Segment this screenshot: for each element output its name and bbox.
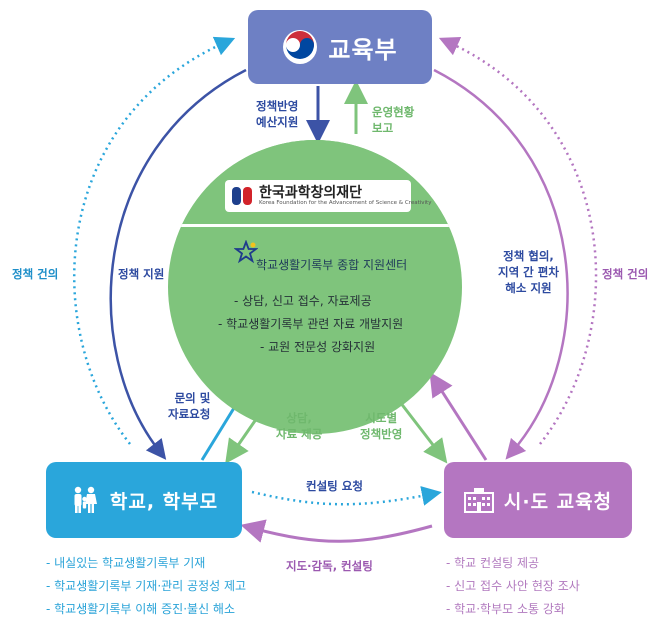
arrow-moe-to-school: [109, 68, 247, 460]
center-item: - 교원 전문성 강화지원: [260, 340, 376, 354]
label-right-inner: 정책 협의, 지역 간 편차 해소 지원: [498, 248, 559, 296]
moe-node: 교육부: [248, 10, 432, 84]
org-badge: 한국과학창의재단 Korea Foundation for the Advanc…: [225, 180, 431, 212]
label-line: 문의 및: [174, 391, 211, 405]
label-line: 예산지원: [256, 115, 299, 129]
arrow-office-to-moe: [438, 37, 598, 445]
list-item: - 학교 컨설팅 제공: [446, 556, 540, 570]
list-item: - 내실있는 학교생활기록부 기재: [46, 556, 206, 570]
org-name-en: Korea Foundation for the Advancement of …: [259, 200, 432, 206]
label-right-outer: 정책 건의: [602, 267, 649, 281]
office-label: 시·도 교육청: [503, 490, 613, 513]
label-left-inner: 정책 지원: [118, 267, 165, 281]
arrow-school-to-office: [251, 486, 442, 506]
building-icon: [463, 488, 494, 513]
label-line: 시도별: [365, 411, 398, 425]
label-line: 해소 지원: [505, 281, 552, 295]
list-item: - 학교생활기록부 이해 증진·불신 해소: [46, 602, 236, 616]
taegeuk-icon: [283, 30, 318, 64]
school-label: 학교, 학부모: [109, 490, 219, 513]
moe-label: 교육부: [328, 35, 398, 64]
org-name: 한국과학창의재단: [259, 185, 363, 201]
label-line: 상담,: [286, 411, 312, 425]
arrow-office-to-center: [429, 371, 488, 461]
label-moe-up: 운영현황 보고: [372, 104, 414, 136]
family-icon: [74, 486, 97, 513]
center-title: 학교생활기록부 종합 지원센터: [256, 258, 408, 272]
label-line: 정책반영: [256, 99, 299, 113]
kofac-logo-icon: [232, 187, 252, 205]
label-line: 운영현황: [372, 105, 415, 119]
label-center-to-office: 시도별 정책반영: [360, 410, 402, 442]
office-node: 시·도 교육청: [444, 462, 632, 538]
list-item: - 학교·학부모 소통 강화: [446, 602, 565, 616]
center-circle: 한국과학창의재단 Korea Foundation for the Advanc…: [168, 140, 462, 434]
label-line: 보고: [372, 121, 394, 135]
star-icon: [234, 240, 258, 264]
label-line: 자료 제공: [276, 427, 323, 441]
label-moe-down: 정책반영 예산지원: [256, 98, 298, 130]
arrow-office-to-school: [240, 519, 433, 543]
label-consult-request: 컨설팅 요청: [306, 479, 363, 493]
list-item: - 신고 접수 사안 현장 조사: [446, 579, 580, 593]
school-node: 학교, 학부모: [46, 462, 242, 538]
center-item: - 상담, 신고 접수, 자료제공: [234, 294, 372, 308]
arrow-moe-to-office: [433, 68, 569, 460]
label-center-to-school: 상담, 자료 제공: [276, 410, 322, 442]
arrow-center-to-office: [398, 401, 448, 464]
label-line: 정책 협의,: [503, 249, 554, 263]
list-item: - 학교생활기록부 기재·관리 공정성 제고: [46, 579, 247, 593]
label-line: 지역 간 편차: [498, 265, 559, 279]
label-guidance: 지도·감독, 컨설팅: [286, 559, 373, 573]
arrow-school-to-moe: [73, 36, 236, 445]
school-bullets: - 내실있는 학교생활기록부 기재 - 학교생활기록부 기재·관리 공정성 제고…: [46, 552, 246, 621]
label-line: 자료요청: [168, 407, 211, 421]
office-bullets: - 학교 컨설팅 제공 - 신고 접수 사안 현장 조사 - 학교·학부모 소통…: [446, 552, 580, 621]
center-item: - 학교생활기록부 관련 자료 개발지원: [218, 317, 404, 331]
label-line: 정책반영: [360, 427, 403, 441]
label-left-outer: 정책 건의: [12, 267, 59, 281]
label-school-up: 문의 및 자료요청: [168, 390, 210, 422]
center-divider: [168, 224, 462, 227]
